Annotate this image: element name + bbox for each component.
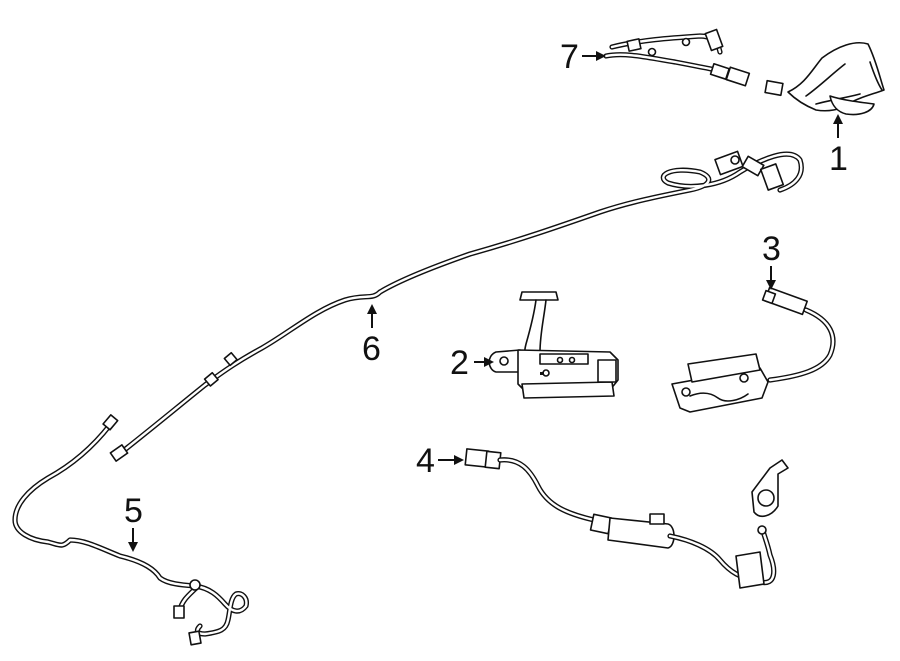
part-7-antenna-lead [603, 28, 751, 87]
callout-1-label: 1 [829, 140, 848, 178]
part-3-gps-antenna [671, 286, 836, 413]
callout-5-label: 5 [124, 492, 143, 530]
callout-4-label: 4 [416, 442, 435, 480]
callout-3-label: 3 [762, 230, 781, 268]
callout-2-label: 2 [450, 344, 469, 382]
part-2-antenna-module [488, 291, 619, 399]
part-4-ground-cable [464, 448, 789, 589]
part-6-main-cable [109, 150, 804, 462]
callout-1: 1 [829, 114, 848, 178]
callout-4: 4 [416, 442, 464, 480]
callout-7: 7 [560, 38, 606, 76]
callout-6-label: 6 [362, 330, 381, 368]
callout-2: 2 [450, 344, 494, 382]
part-1-shark-fin-antenna [764, 42, 885, 116]
part-5-wire-harness [12, 414, 249, 646]
callout-6: 6 [362, 304, 381, 368]
callout-7-label: 7 [560, 38, 579, 76]
callout-3: 3 [762, 230, 781, 290]
callout-5: 5 [124, 492, 143, 552]
